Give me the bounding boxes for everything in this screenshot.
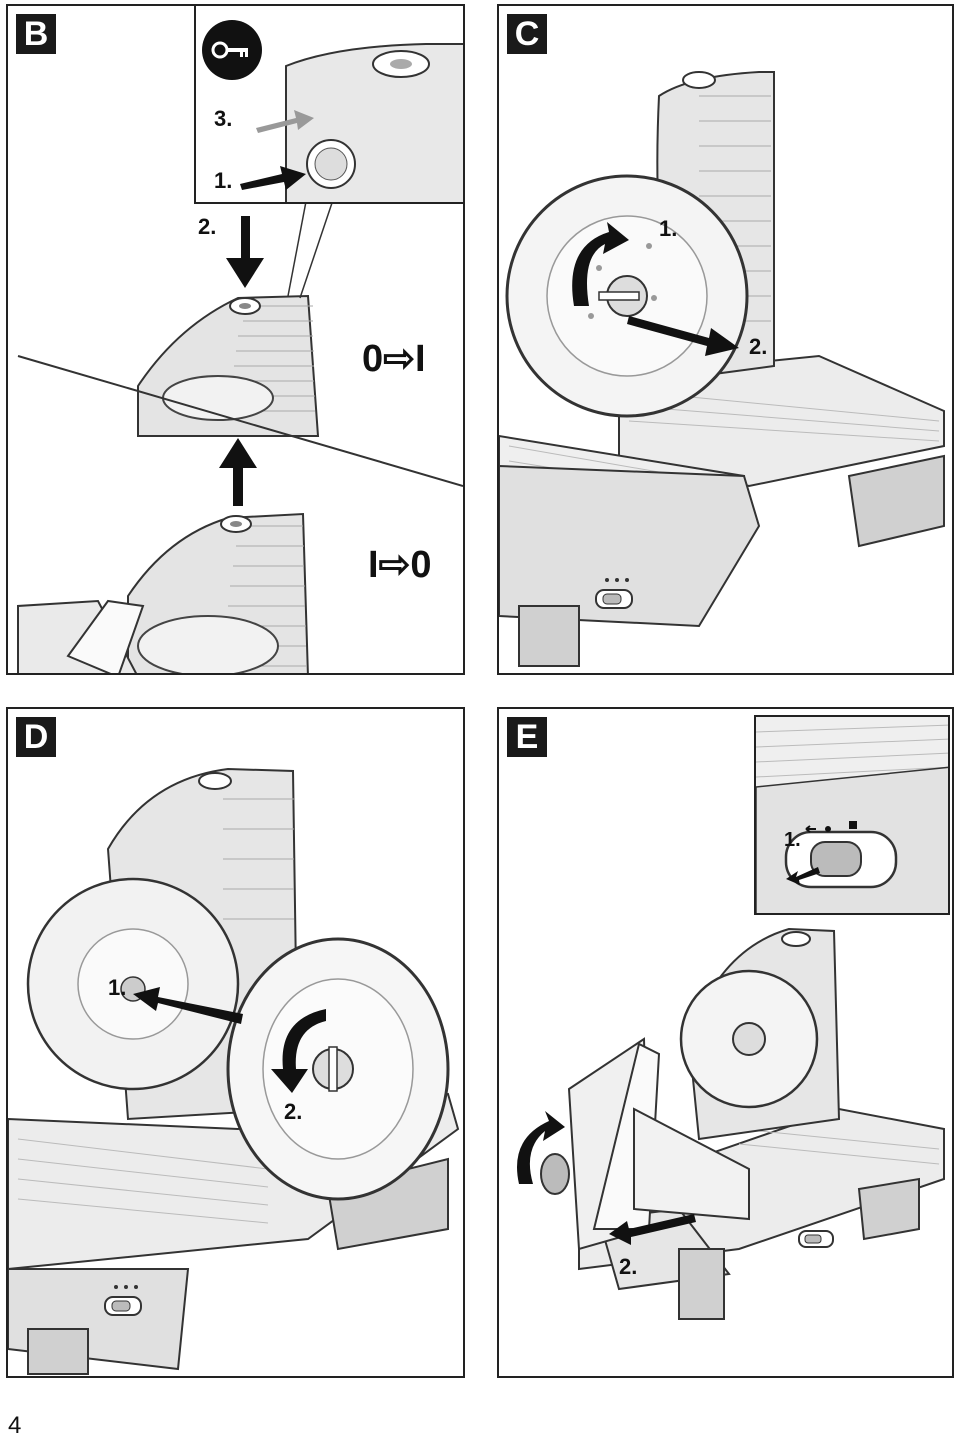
panel-e-illustration: [517, 927, 945, 1320]
panel-c-illustration: [499, 71, 945, 667]
step-2-label: 2.: [198, 214, 217, 239]
panel-b: B 3. 1. 2. 0⇨I I⇨0: [6, 4, 465, 675]
step-1-label: 1.: [108, 975, 127, 1000]
step-3-label: 3.: [214, 106, 233, 131]
inset-step-1-label: 1.: [784, 829, 801, 851]
panel-c: C 1. 2.: [497, 4, 954, 675]
arrow-down-icon: [226, 216, 264, 288]
fold-arrow-icon: [517, 1111, 565, 1184]
step-2-label: 2.: [619, 1254, 638, 1279]
rotate-arrow-icon: [271, 1009, 326, 1093]
step-1-label: 1.: [659, 216, 678, 241]
key-icon: [211, 41, 248, 59]
page-number: 4: [8, 1412, 22, 1439]
step-2-label: 2.: [749, 334, 768, 359]
panel-b-illustration: [17, 190, 463, 673]
step-1-label: 1.: [214, 168, 233, 193]
panel-c-badge: C: [507, 14, 547, 54]
step-2-label: 2.: [284, 1099, 303, 1124]
arrow-pull-icon: [627, 316, 739, 356]
panel-b-inset: 3. 1.: [194, 6, 463, 204]
panel-e-inset: 1.: [754, 715, 950, 915]
rotate-arrow-icon: [572, 222, 629, 306]
arrow-left-icon: [609, 1214, 696, 1245]
panel-b-badge: B: [16, 14, 56, 54]
panel-d: D 1. 2.: [6, 707, 465, 1378]
panel-e: E 1. 2.: [497, 707, 954, 1378]
switch-off-label: I⇨0: [368, 544, 432, 586]
panel-d-badge: D: [16, 717, 56, 757]
arrow-up-icon: [219, 438, 257, 506]
arrow-insert-icon: [133, 987, 243, 1024]
panel-e-badge: E: [507, 717, 547, 757]
switch-on-label: 0⇨I: [362, 338, 426, 380]
arrow-left-icon: [805, 825, 816, 833]
arrow-right-icon: [240, 166, 306, 190]
arrow-left-icon: [256, 110, 314, 133]
panel-d-illustration: [8, 767, 460, 1375]
